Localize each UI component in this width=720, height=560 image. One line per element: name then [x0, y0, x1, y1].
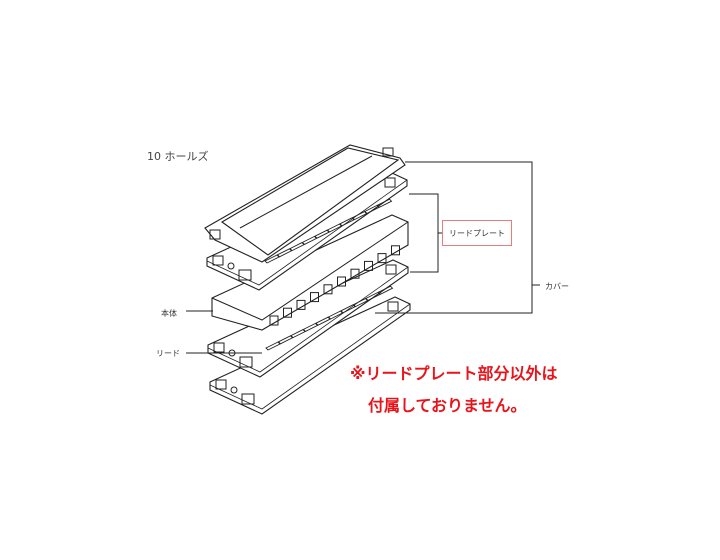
lower-reed-plate-slot — [365, 291, 381, 301]
upper-reed-plate-slot — [301, 235, 318, 245]
comb-chamber — [377, 253, 387, 264]
comb-edge — [211, 221, 409, 321]
comb-chamber — [310, 292, 319, 303]
top-cover-ridge — [239, 155, 373, 229]
comb-chamber — [283, 307, 292, 318]
top-cover-hole — [209, 229, 221, 240]
reed-plate-label-text: リードプレート — [449, 228, 505, 238]
upper-reed-plate-slot — [276, 248, 293, 258]
upper-reed-plate-slot — [326, 223, 343, 233]
lower-reed-plate-slot — [327, 310, 344, 320]
lower-reed-plate-slot — [340, 304, 356, 314]
lower-reed-plate-hole — [239, 356, 253, 368]
comb-chamber — [350, 268, 360, 279]
comb-chamber — [337, 276, 346, 287]
note-line-2: 付属しておりません。 — [368, 396, 527, 415]
bottom-cover-plate-hole — [387, 301, 399, 312]
cover-bracket — [375, 161, 533, 314]
diagram-title: 10 ホールズ — [147, 150, 209, 163]
bottom-cover-plate-hole — [241, 393, 255, 405]
lower-reed-plate-hole — [385, 264, 397, 275]
lower-reed-plate-slot — [277, 335, 294, 345]
lower-reed-plate-slot — [315, 316, 331, 326]
upper-reed-plate-slot — [351, 211, 368, 221]
comb-chamber — [391, 245, 400, 256]
upper-reed-plate-slot — [264, 254, 280, 264]
cover-label: カバー — [545, 282, 569, 291]
lower-reed-plate-slot — [265, 341, 281, 351]
upper-reed-plate-rivet — [227, 262, 235, 270]
comb-chamber — [323, 284, 333, 295]
bottom-cover-plate-hole — [215, 379, 227, 390]
comb-chamber — [364, 260, 373, 271]
top-cover-dome — [220, 147, 400, 256]
bottom-cover-plate — [209, 296, 411, 415]
comb-body — [211, 214, 409, 331]
upper-reed-plate-slot — [289, 242, 305, 252]
note-line-1: ※リードプレート部分以外は — [350, 364, 558, 383]
upper-reed-plate-slot — [314, 229, 330, 239]
comb-chamber — [269, 315, 279, 326]
bottom-cover-plate-edge — [209, 303, 411, 410]
reed-label: リード — [156, 349, 180, 358]
upper-reed-plate-hole — [212, 255, 224, 266]
upper-reed-plate-slot — [339, 217, 355, 227]
top-cover-hole — [382, 147, 394, 157]
body-label: 本体 — [161, 309, 177, 318]
reed-plate-label: リードプレート — [442, 220, 512, 246]
upper-reed-plate-slot — [376, 198, 393, 208]
upper-reed-plate-slot — [364, 204, 380, 214]
lower-reed-plate-slot — [352, 298, 369, 308]
comb-chamber — [296, 299, 306, 310]
lower-reed-plate-hole — [213, 342, 225, 353]
reed-plate-bracket — [409, 193, 439, 273]
upper-reed-plate-hole — [238, 269, 252, 281]
upper-reed-plate-hole — [384, 177, 396, 188]
lower-reed-plate-slot — [290, 329, 306, 339]
lower-reed-plate-slot — [377, 285, 394, 295]
bottom-cover-plate-rivet — [230, 386, 238, 394]
lower-reed-plate-slot — [302, 322, 319, 332]
